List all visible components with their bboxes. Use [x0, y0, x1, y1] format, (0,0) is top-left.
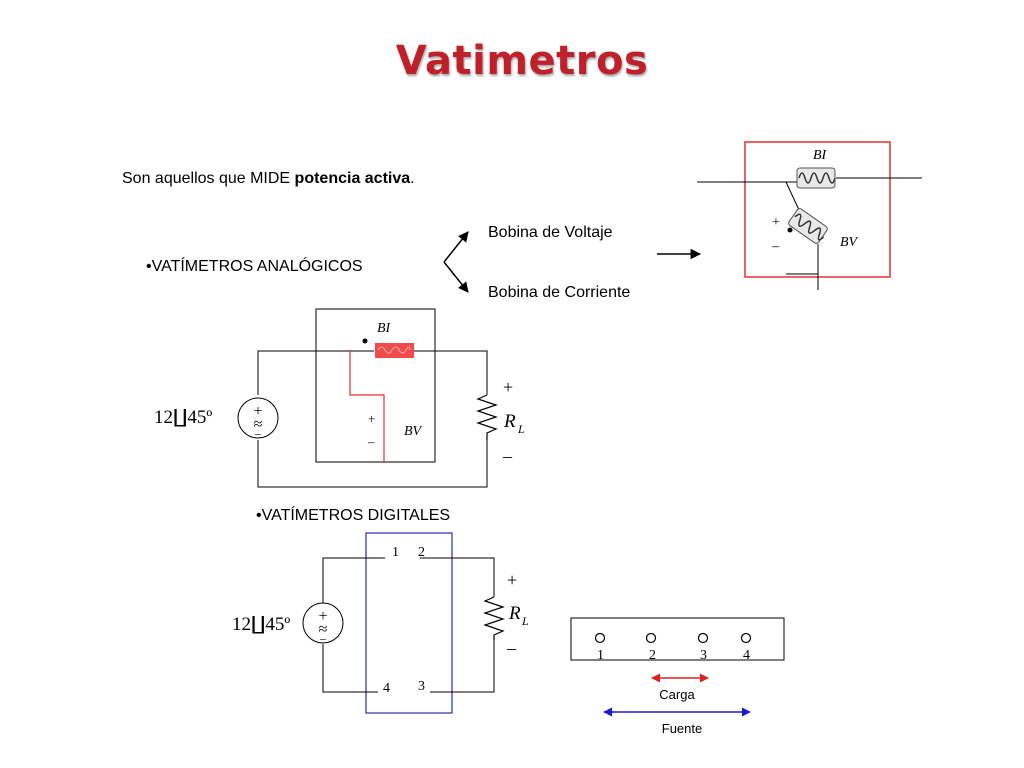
analog-resistor-icon: [476, 394, 498, 440]
digital-load-plus: +: [507, 570, 517, 590]
analog-current-coil: [375, 343, 414, 358]
digital-terminal-2: 2: [418, 545, 425, 560]
analog-bi-label: BI: [377, 321, 392, 336]
analog-circuit: + ≈ – 12∐45º BI + – BV + R L –: [154, 308, 525, 488]
digital-terminal-4: 4: [383, 681, 390, 696]
analog-polarity-dot: [362, 338, 368, 344]
intro-end: .: [410, 170, 415, 187]
branch-upper-label: Bobina de Voltaje: [488, 224, 613, 241]
analog-source-plus: +: [253, 403, 262, 420]
analog-bv-plus: +: [368, 411, 375, 426]
slide-title: Vatimetros: [395, 38, 649, 84]
fuente-label: Fuente: [662, 721, 702, 736]
digital-terminal-1: 1: [392, 545, 399, 560]
intro-text: Son aquellos que MIDE potencia activa.: [122, 170, 415, 188]
schematic-minus: –: [771, 239, 780, 254]
carga-label: Carga: [659, 687, 695, 702]
digital-terminal-3: 3: [418, 679, 425, 694]
schematic-bv-label: BV: [840, 235, 859, 250]
voltage-coil-icon: [788, 208, 828, 244]
current-coil-icon: [796, 167, 836, 189]
bullet-analog: •VATÍMETROS ANALÓGICOS: [146, 258, 363, 275]
bullet-digital: •VATÍMETROS DIGITALES: [256, 507, 451, 524]
digital-load-sub: L: [521, 614, 529, 628]
wattmeter-schematic: BI + – BV: [697, 141, 922, 290]
intro-lead: Son aquellos que MIDE: [122, 170, 295, 187]
analog-source-tilde: ≈: [254, 416, 263, 433]
analog-load-sub: L: [517, 422, 525, 436]
analog-load-r: R: [503, 411, 516, 432]
terminal-label-4: 4: [743, 648, 750, 663]
terminal-circle-1: [594, 632, 606, 644]
terminal-label-1: 1: [597, 648, 604, 663]
analog-load-plus: +: [503, 377, 513, 397]
digital-source-value: 12∐45º: [232, 614, 290, 635]
analog-source-icon: [237, 397, 279, 439]
analog-bv-label: BV: [404, 424, 423, 439]
digital-resistor-icon: [483, 596, 505, 640]
terminal-circle-2: [645, 632, 657, 644]
digital-source-minus: –: [319, 631, 327, 645]
branch-lower-label: Bobina de Corriente: [488, 284, 631, 301]
analog-source-value: 12∐45º: [154, 407, 212, 428]
digital-source-tilde: ≈: [319, 621, 328, 638]
digital-source-icon: [302, 602, 344, 644]
digital-source-plus: +: [318, 608, 327, 625]
analog-bv-minus: –: [367, 434, 375, 449]
schematic-plus: +: [772, 215, 780, 230]
terminal-label-3: 3: [700, 648, 707, 663]
schematic-bi-label: BI: [813, 148, 828, 163]
terminal-circle-4: [740, 632, 752, 644]
polarity-dot: [787, 227, 793, 233]
terminal-circle-3: [697, 632, 709, 644]
digital-load-r: R: [508, 603, 521, 624]
digital-load-minus: –: [506, 638, 517, 658]
terminal-strip: 1 2 3 4: [570, 617, 785, 663]
terminal-label-2: 2: [649, 648, 656, 663]
analog-source-minus: –: [254, 426, 262, 440]
digital-circuit: + ≈ – 12∐45º 1 2 4 3 + R L –: [232, 532, 529, 714]
intro-bold: potencia activa: [294, 170, 411, 187]
analog-load-minus: –: [502, 446, 513, 466]
branch-arrows: [443, 231, 469, 293]
